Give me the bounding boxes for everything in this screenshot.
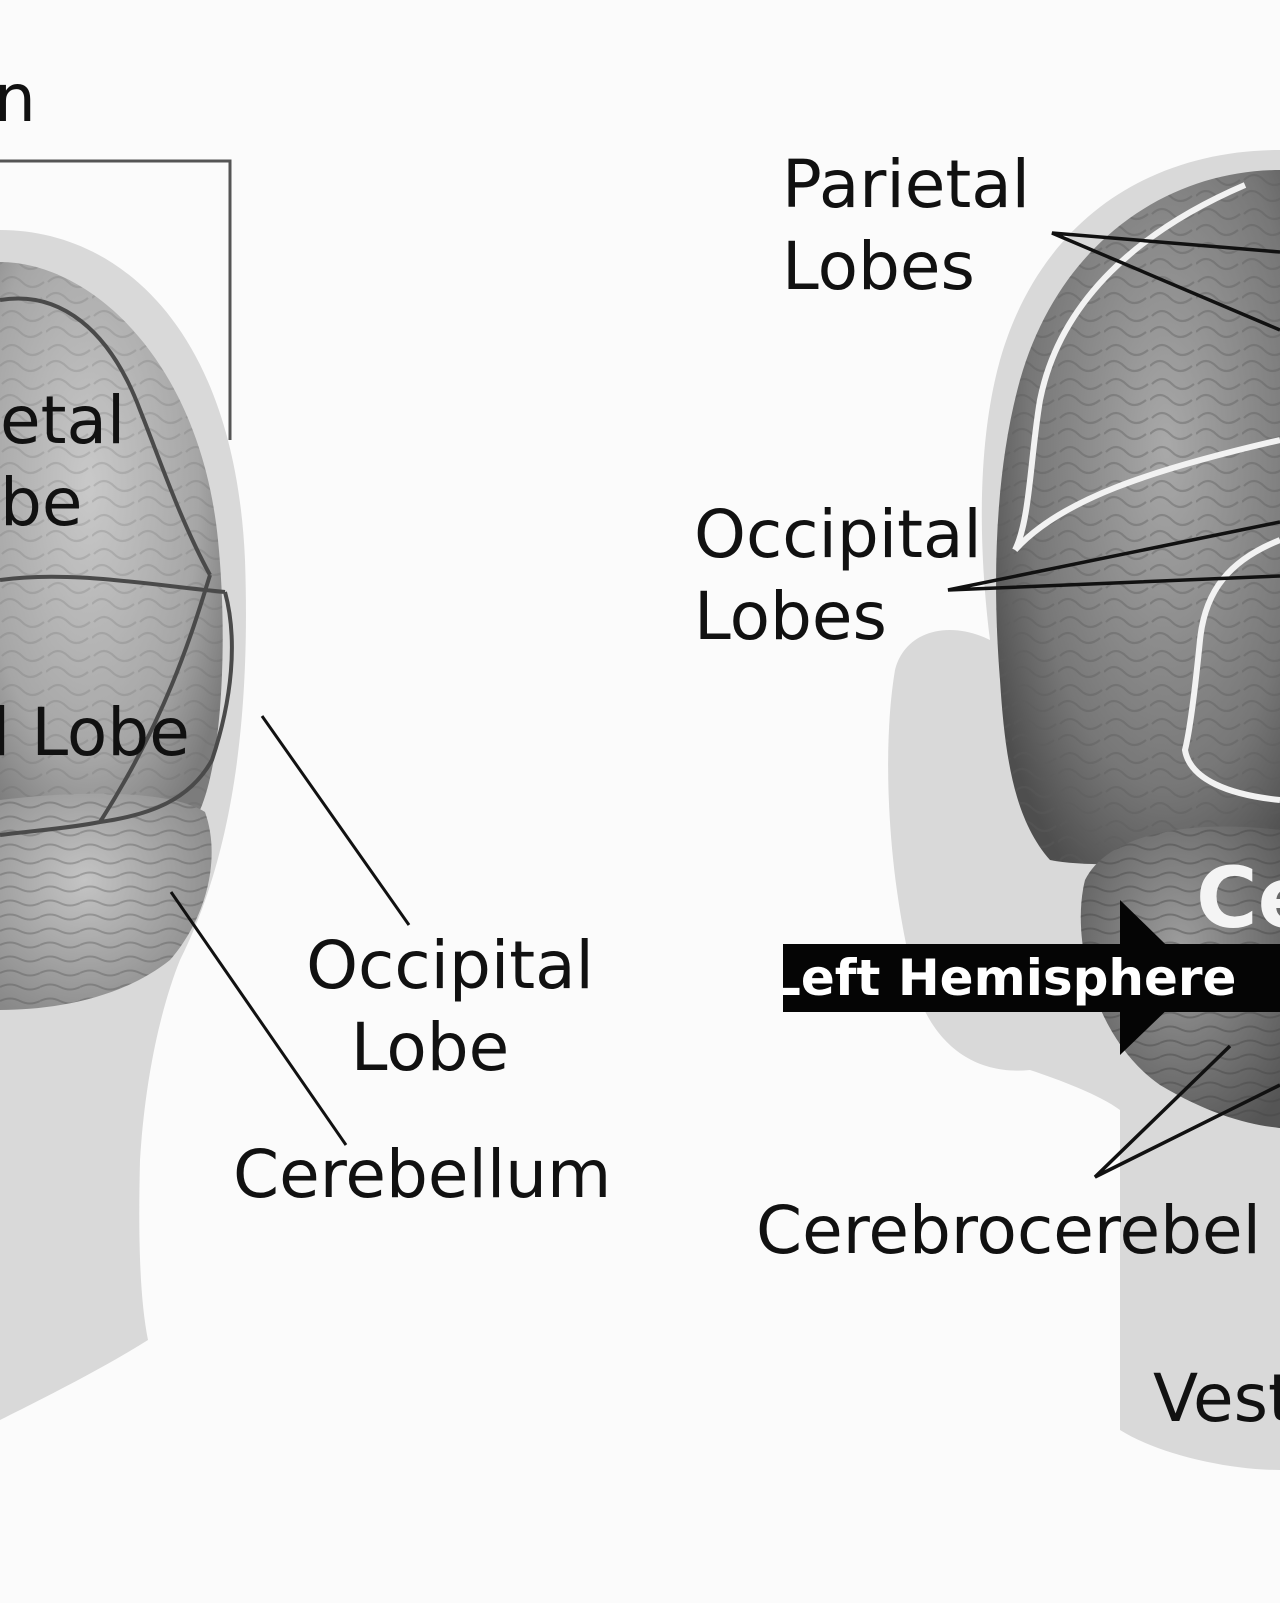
right-parietal-label-line1: Parietal: [782, 146, 1031, 223]
left-cerebellum-label: Cerebellum: [233, 1136, 612, 1213]
right-occipital-label-line1: Occipital: [694, 496, 982, 573]
left-occipital-label-line1: Occipital: [306, 927, 594, 1004]
right-head-illustration: [888, 150, 1280, 1470]
left-head-illustration: [0, 159, 411, 1420]
left-parietal-label-line1: etal: [0, 382, 126, 459]
left-lobe-boundary: [0, 296, 234, 837]
right-occipital-label-line2: Lobes: [694, 578, 887, 655]
right-vestibulo-label: Vest: [1153, 1360, 1280, 1437]
right-parietal-label-line2: Lobes: [782, 228, 975, 305]
left-top-label: n: [0, 60, 36, 137]
parietal-pointer-lines: [1051, 231, 1280, 332]
left-parietal-label-line2: be: [0, 464, 83, 541]
right-cerebrocerebellum-label: Cerebrocerebel: [756, 1192, 1261, 1269]
occipital-pointer-lines: [947, 520, 1280, 592]
left-occipital-label-line2: Lobe: [350, 1009, 510, 1086]
left-hemisphere-arrow-label: Left Hemisphere: [783, 944, 1280, 1012]
cerebellum-pointer-line: [169, 891, 348, 1146]
left-temporal-label: l Lobe: [0, 694, 190, 771]
left-bracket: [0, 159, 232, 440]
occipital-pointer-line: [260, 715, 411, 926]
cerebrocerebellum-pointer-lines: [1093, 1044, 1280, 1179]
right-cerebellum-partial-label: Ce: [1196, 849, 1280, 947]
